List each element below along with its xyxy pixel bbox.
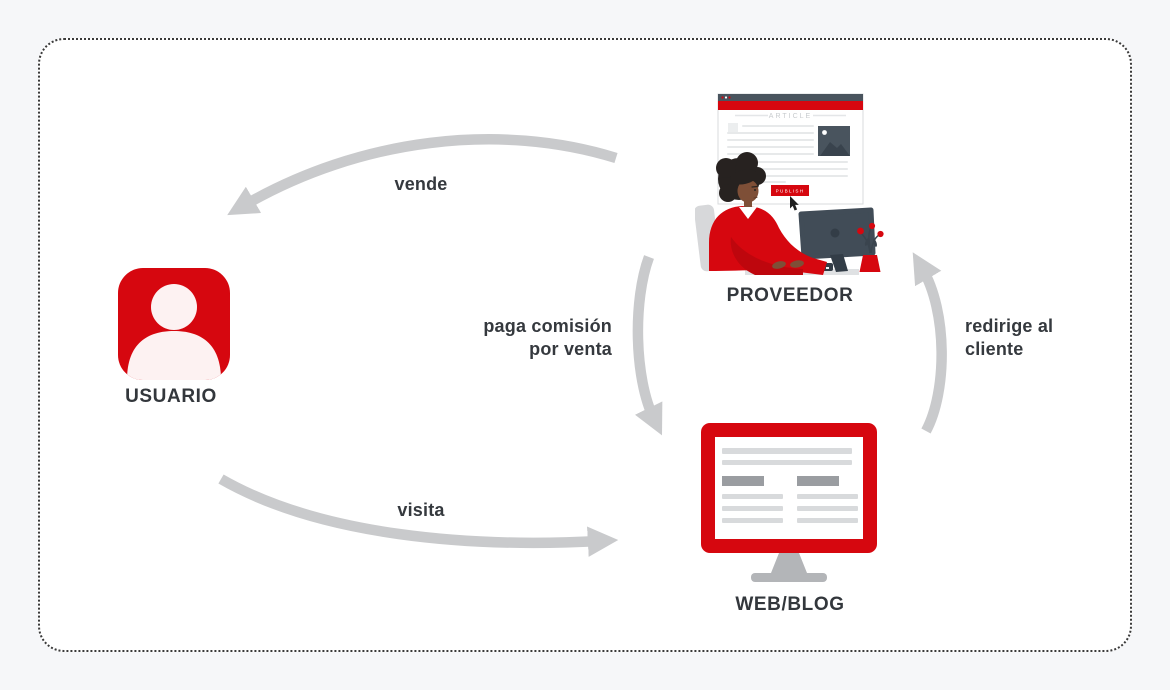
webblog-label: WEB/BLOG [735,594,845,615]
proveedor-label: PROVEEDOR [726,285,854,306]
edge-label-redirige-line2: cliente [965,339,1024,359]
edge-label-paga-comision: paga comisión por venta [462,315,612,361]
browser-window-icon: ARTICLE PUBLISH [717,93,864,211]
webblog-monitor-icon [701,423,877,582]
window-dot-icon [728,96,731,99]
person-illustration [709,152,827,275]
article-image-icon [818,126,850,156]
monitor-stand-icon [771,553,807,573]
edge-label-visita: visita [397,500,445,520]
window-dot-icon [724,96,728,99]
usuario-icon [118,268,230,380]
edge-label-redirige-line1: redirige al [965,316,1054,336]
edge-label-paga-line2: por venta [529,339,612,359]
desktop-monitor-back-icon [798,207,876,272]
monitor-base-icon [751,573,827,582]
article-title: ARTICLE [769,113,812,120]
window-dot-icon [721,96,724,99]
usuario-label: USUARIO [125,386,217,407]
publish-button: PUBLISH [771,185,809,196]
proveedor-illustration: ARTICLE PUBLISH [695,93,884,275]
edge-label-redirige: redirige al cliente [965,315,1095,361]
person-icon [127,284,221,380]
cursor-icon [790,196,799,211]
edge-label-vende: vende [394,174,448,194]
webpage-content-lines [722,448,858,523]
flower-vase-icon [857,222,884,272]
edge-label-paga-line1: paga comisión [483,316,612,336]
publish-button-label: PUBLISH [776,189,805,194]
